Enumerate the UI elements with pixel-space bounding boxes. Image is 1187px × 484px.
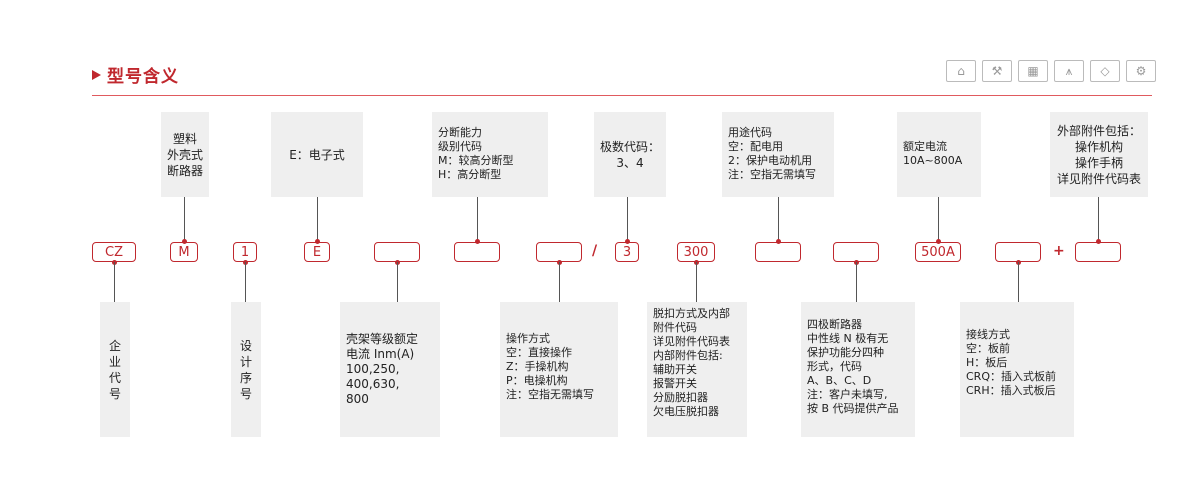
- connector-dot: [1096, 239, 1101, 244]
- code-text: E: [312, 244, 322, 260]
- top-box-poles: 极数代码： 3、4: [594, 112, 666, 197]
- bottom-box-design-text: 设 计 序 号: [239, 338, 252, 401]
- connector: [245, 262, 246, 302]
- bottom-box-company-text: 企 业 代 号: [108, 338, 121, 401]
- triangle-icon: [92, 70, 101, 80]
- code-box-3: 3: [615, 242, 639, 262]
- top-box-usage-text: 用途代码 空：配电用 2：保护电动机用 注：空指无需填写: [728, 126, 816, 181]
- connector: [696, 262, 697, 302]
- connector: [114, 262, 115, 302]
- connector: [477, 197, 478, 243]
- bottom-box-wiring-text: 接线方式 空：板前 H：板后 CRQ：插入式板前 CRH：插入式板后: [966, 328, 1056, 397]
- connector-dot: [776, 239, 781, 244]
- top-box-external: 外部附件包括： 操作机构 操作手柄 详见附件代码表: [1050, 112, 1148, 197]
- connector-dot: [475, 239, 480, 244]
- code-box-wiring: [995, 242, 1041, 262]
- bottom-box-wiring: 接线方式 空：板前 H：板后 CRQ：插入式板前 CRH：插入式板后: [960, 302, 1074, 437]
- top-box-poles-text: 极数代码： 3、4: [599, 139, 660, 170]
- bottom-box-trip: 脱扣方式及内部 附件代码 详见附件代码表 内部附件包括: 辅助开关 报警开关 分…: [647, 302, 747, 437]
- code-text: CZ: [105, 244, 123, 260]
- bottom-box-design: 设 计 序 号: [231, 302, 261, 437]
- connector: [559, 262, 560, 302]
- top-box-usage: 用途代码 空：配电用 2：保护电动机用 注：空指无需填写: [722, 112, 834, 197]
- code-box-1: 1: [233, 242, 257, 262]
- code-box-operation: [536, 242, 582, 262]
- top-box-type: 塑料 外壳式 断路器: [161, 112, 209, 197]
- connector: [397, 262, 398, 302]
- connector-dot: [936, 239, 941, 244]
- top-box-external-text: 外部附件包括： 操作机构 操作手柄 详见附件代码表: [1056, 123, 1141, 186]
- machine-icon: ⚙: [1126, 60, 1156, 82]
- code-box-300: 300: [677, 242, 715, 262]
- code-box-e: E: [304, 242, 330, 262]
- top-box-type-text: 塑料 外壳式 断路器: [166, 131, 203, 178]
- connector: [184, 197, 185, 243]
- bottom-box-operation: 操作方式 空：直接操作 Z：手操机构 P：电操机构 注：空指无需填写: [500, 302, 618, 437]
- top-box-electronic: E：电子式: [271, 112, 363, 197]
- connector: [1018, 262, 1019, 302]
- code-text: 1: [240, 244, 250, 260]
- industry-icon: ⌂: [946, 60, 976, 82]
- code-box-breaking: [454, 242, 500, 262]
- connector: [317, 197, 318, 243]
- top-box-breaking: 分断能力 级别代码 M：较高分断型 H：高分断型: [432, 112, 548, 197]
- code-text: M: [178, 244, 190, 260]
- plus-separator: +: [1053, 243, 1065, 259]
- tower-icon: ⩚: [1054, 60, 1084, 82]
- building-icon: ▦: [1018, 60, 1048, 82]
- code-box-cz: CZ: [92, 242, 136, 262]
- bottom-box-fourpole-text: 四极断路器 中性线 N 极有无 保护功能分四种 形式，代码 A、B、C、D 注：…: [807, 318, 899, 415]
- code-text: 500A: [921, 244, 955, 260]
- top-box-breaking-text: 分断能力 级别代码 M：较高分断型 H：高分断型: [438, 126, 514, 181]
- tools-icon: ⚒: [982, 60, 1012, 82]
- top-box-electronic-text: E：电子式: [289, 147, 345, 162]
- bottom-box-company: 企 业 代 号: [100, 302, 130, 437]
- bottom-box-trip-text: 脱扣方式及内部 附件代码 详见附件代码表 内部附件包括: 辅助开关 报警开关 分…: [653, 307, 730, 418]
- connector-dot: [182, 239, 187, 244]
- slash-separator: /: [592, 243, 598, 259]
- connector: [778, 197, 779, 243]
- code-box-usage: [755, 242, 801, 262]
- bottom-box-fourpole: 四极断路器 中性线 N 极有无 保护功能分四种 形式，代码 A、B、C、D 注：…: [801, 302, 915, 437]
- top-box-current-text: 额定电流 10A~800A: [903, 140, 963, 167]
- bottom-box-frame: 壳架等级额定 电流 Inm(A) 100,250, 400,630, 800: [340, 302, 440, 437]
- code-box-accessory: [1075, 242, 1121, 262]
- icon-strip: ⌂ ⚒ ▦ ⩚ ◇ ⚙: [946, 60, 1156, 82]
- connector: [938, 197, 939, 243]
- bottom-box-frame-text: 壳架等级额定 电流 Inm(A) 100,250, 400,630, 800: [346, 332, 419, 406]
- connector-dot: [315, 239, 320, 244]
- code-box-pole4: [833, 242, 879, 262]
- connector: [1098, 197, 1099, 243]
- code-text: 3: [622, 244, 632, 260]
- code-box-m: M: [170, 242, 198, 262]
- code-box-frame: [374, 242, 420, 262]
- code-text: 300: [683, 244, 709, 260]
- bottom-box-operation-text: 操作方式 空：直接操作 Z：手操机构 P：电操机构 注：空指无需填写: [506, 332, 594, 401]
- connector: [627, 197, 628, 243]
- connector-dot: [625, 239, 630, 244]
- page-title-text: 型号含义: [107, 67, 179, 87]
- top-box-current: 额定电流 10A~800A: [897, 112, 981, 197]
- title-divider: [92, 95, 1152, 96]
- page-title: 型号含义: [92, 62, 179, 87]
- code-box-500a: 500A: [915, 242, 961, 262]
- connector: [856, 262, 857, 302]
- diamond-icon: ◇: [1090, 60, 1120, 82]
